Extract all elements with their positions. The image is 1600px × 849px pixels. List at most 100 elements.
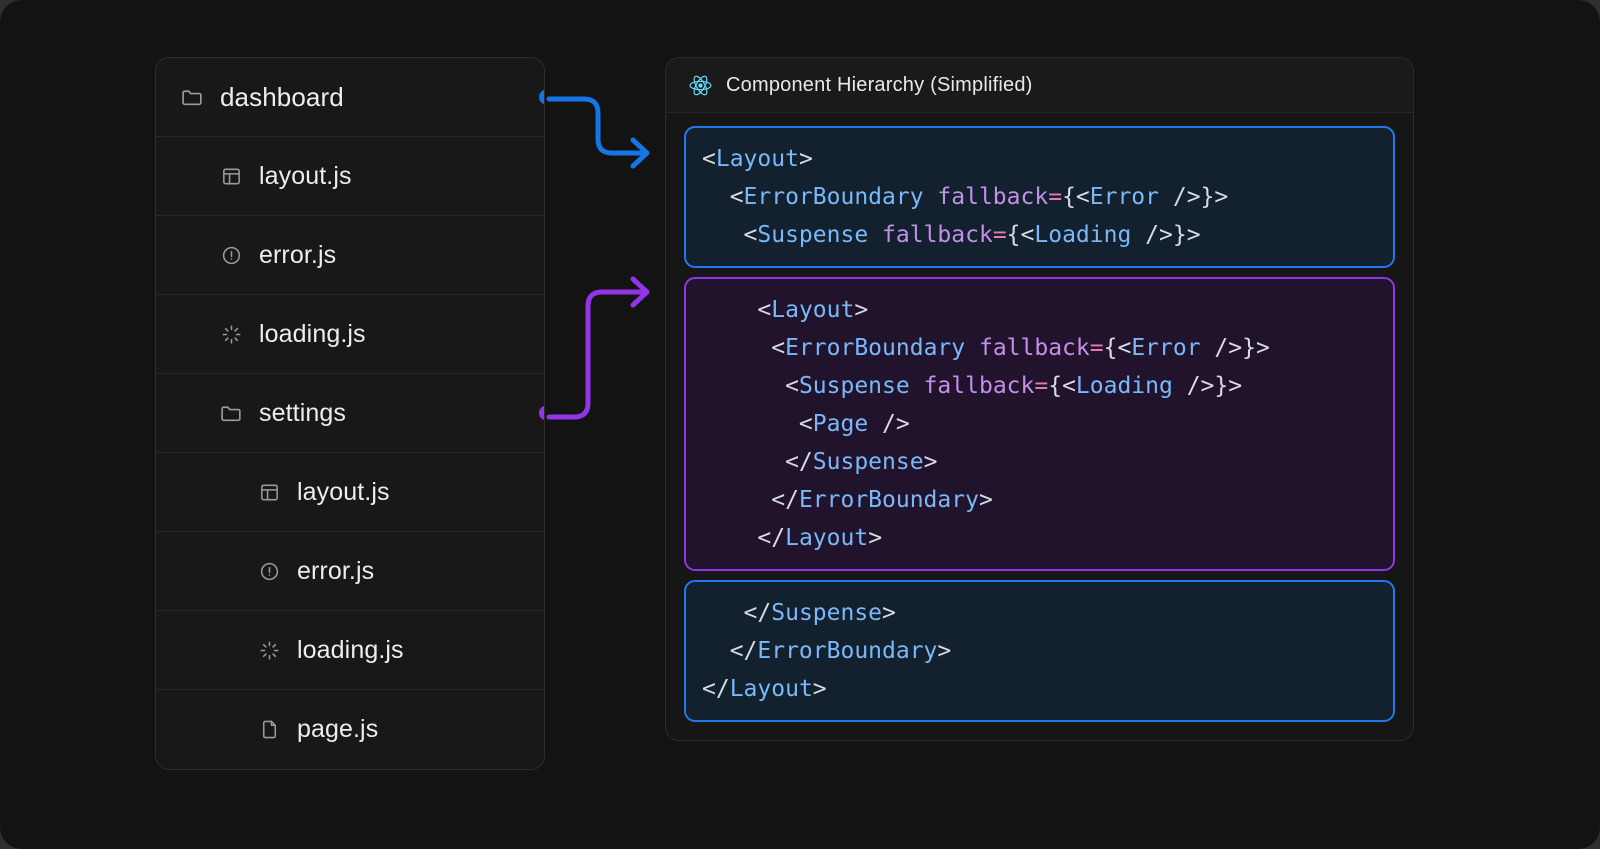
code-token-punct: </ — [702, 638, 758, 664]
tree-row-label: loading.js — [259, 319, 366, 348]
tree-row-label: loading.js — [297, 635, 404, 664]
code-token-punct: > — [798, 146, 813, 172]
code-token-tag: Layout — [785, 525, 869, 551]
code-token-punct: < — [702, 146, 716, 172]
code-token-punct: {< — [1062, 184, 1090, 210]
tree-row-label: page.js — [297, 715, 379, 743]
block-root-open: <Layout> <ErrorBoundary fallback={<Error… — [684, 126, 1395, 268]
tree-row-label: error.js — [297, 556, 375, 585]
code-token-tag: Loading — [1034, 222, 1132, 248]
code-token-tag: ErrorBoundary — [785, 335, 966, 361]
tree-row-layout-js[interactable]: layout.js — [156, 137, 544, 216]
code-token-punct: </ — [702, 600, 772, 626]
code-token-tag: Suspense — [757, 222, 869, 248]
code-token-punct: > — [937, 638, 952, 664]
code-token-punct — [910, 373, 924, 399]
code-line: <Suspense fallback={<Loading />}> — [702, 367, 1377, 405]
code-token-attr: fallback — [937, 184, 1049, 210]
code-line: </Suspense> — [702, 443, 1377, 481]
code-token-punct: {< — [1103, 335, 1132, 361]
tree-row-label: dashboard — [220, 81, 344, 112]
component-hierarchy-panel: Component Hierarchy (Simplified) <Layout… — [665, 57, 1414, 741]
code-token-punct: />}> — [1172, 373, 1243, 399]
layout-icon — [256, 479, 282, 505]
code-token-attr: fallback — [882, 222, 993, 248]
code-token-attr: fallback — [978, 335, 1090, 361]
code-token-brace: = — [992, 222, 1007, 248]
file-icon — [256, 717, 282, 743]
code-token-punct: < — [702, 297, 772, 323]
code-token-attr: fallback — [923, 373, 1035, 399]
tree-row-label: settings — [259, 398, 346, 427]
code-token-tag: ErrorBoundary — [757, 638, 938, 664]
code-line: </ErrorBoundary> — [702, 632, 1377, 670]
tree-row-layout-js[interactable]: layout.js — [156, 453, 544, 532]
block-root-close: </Suspense> </ErrorBoundary></Layout> — [684, 580, 1395, 722]
code-token-brace: = — [1089, 335, 1104, 361]
file-tree-panel: dashboard layout.js error.js loading.js sett… — [155, 57, 545, 770]
connector-settings-arrowhead — [630, 276, 650, 308]
code-token-punct — [965, 335, 979, 361]
code-token-tag: Suspense — [798, 373, 910, 399]
tree-row-label: layout.js — [297, 477, 390, 506]
code-token-tag: Error — [1089, 184, 1160, 210]
code-line: <ErrorBoundary fallback={<Error />}> — [702, 329, 1377, 367]
code-token-tag: ErrorBoundary — [743, 184, 924, 210]
tree-row-label: layout.js — [259, 161, 352, 190]
tree-row-error-js[interactable]: error.js — [156, 532, 544, 611]
connector-dashboard-to-root-open — [546, 96, 649, 156]
code-token-punct: > — [923, 449, 938, 475]
code-token-punct: < — [702, 222, 758, 248]
code-token-punct: </ — [702, 676, 730, 702]
code-token-punct: {< — [1006, 222, 1035, 248]
code-token-tag: Suspense — [812, 449, 924, 475]
connector-anchor-dot-purple — [539, 405, 544, 421]
code-token-punct: > — [812, 676, 827, 702]
code-token-punct: < — [702, 184, 744, 210]
tree-row-loading-js[interactable]: loading.js — [156, 295, 544, 374]
tree-row-settings[interactable]: settings — [156, 374, 544, 453]
tree-row-dashboard[interactable]: dashboard — [156, 58, 544, 137]
code-token-punct — [868, 222, 882, 248]
tree-row-page-js[interactable]: page.js — [156, 690, 544, 769]
react-logo-icon — [688, 73, 713, 98]
folder-icon — [218, 400, 244, 426]
code-line: </Suspense> — [702, 594, 1377, 632]
panel-title: Component Hierarchy (Simplified) — [726, 73, 1033, 96]
tree-row-error-js[interactable]: error.js — [156, 216, 544, 295]
code-token-punct: </ — [702, 449, 813, 475]
block-nested-segment: <Layout> <ErrorBoundary fallback={<Error… — [684, 277, 1395, 571]
code-token-punct: </ — [702, 487, 799, 513]
code-line: </Layout> — [702, 519, 1377, 557]
code-token-punct: />}> — [1131, 222, 1201, 248]
code-token-punct: < — [702, 411, 813, 437]
code-token-punct — [924, 184, 938, 210]
alert-circle-icon — [256, 558, 282, 584]
code-token-punct: < — [702, 335, 786, 361]
spinner-icon — [218, 321, 244, 347]
code-token-tag: Error — [1131, 335, 1201, 361]
panel-header: Component Hierarchy (Simplified) — [666, 58, 1413, 113]
layout-icon — [218, 163, 244, 189]
folder-icon — [179, 84, 205, 110]
code-token-punct: />}> — [1200, 335, 1270, 361]
code-token-brace: = — [1034, 373, 1049, 399]
connector-settings-to-nested — [546, 289, 649, 420]
tree-row-label: error.js — [259, 240, 337, 269]
tree-row-loading-js[interactable]: loading.js — [156, 611, 544, 690]
code-token-punct: {< — [1048, 373, 1076, 399]
code-token-tag: Layout — [715, 146, 799, 172]
spinner-icon — [256, 637, 282, 663]
connector-anchor-dot-blue — [539, 89, 544, 105]
panel-body: <Layout> <ErrorBoundary fallback={<Error… — [666, 113, 1413, 740]
code-token-tag: Suspense — [771, 600, 883, 626]
code-token-tag: Page — [812, 411, 869, 437]
code-token-punct: > — [868, 525, 883, 551]
connector-dashboard-arrowhead — [630, 137, 650, 169]
code-line: </ErrorBoundary> — [702, 481, 1377, 519]
code-token-tag: Layout — [729, 676, 813, 702]
code-line: <Page /> — [702, 405, 1377, 443]
code-line: <ErrorBoundary fallback={<Error />}> — [702, 178, 1377, 216]
code-token-punct: </ — [702, 525, 786, 551]
